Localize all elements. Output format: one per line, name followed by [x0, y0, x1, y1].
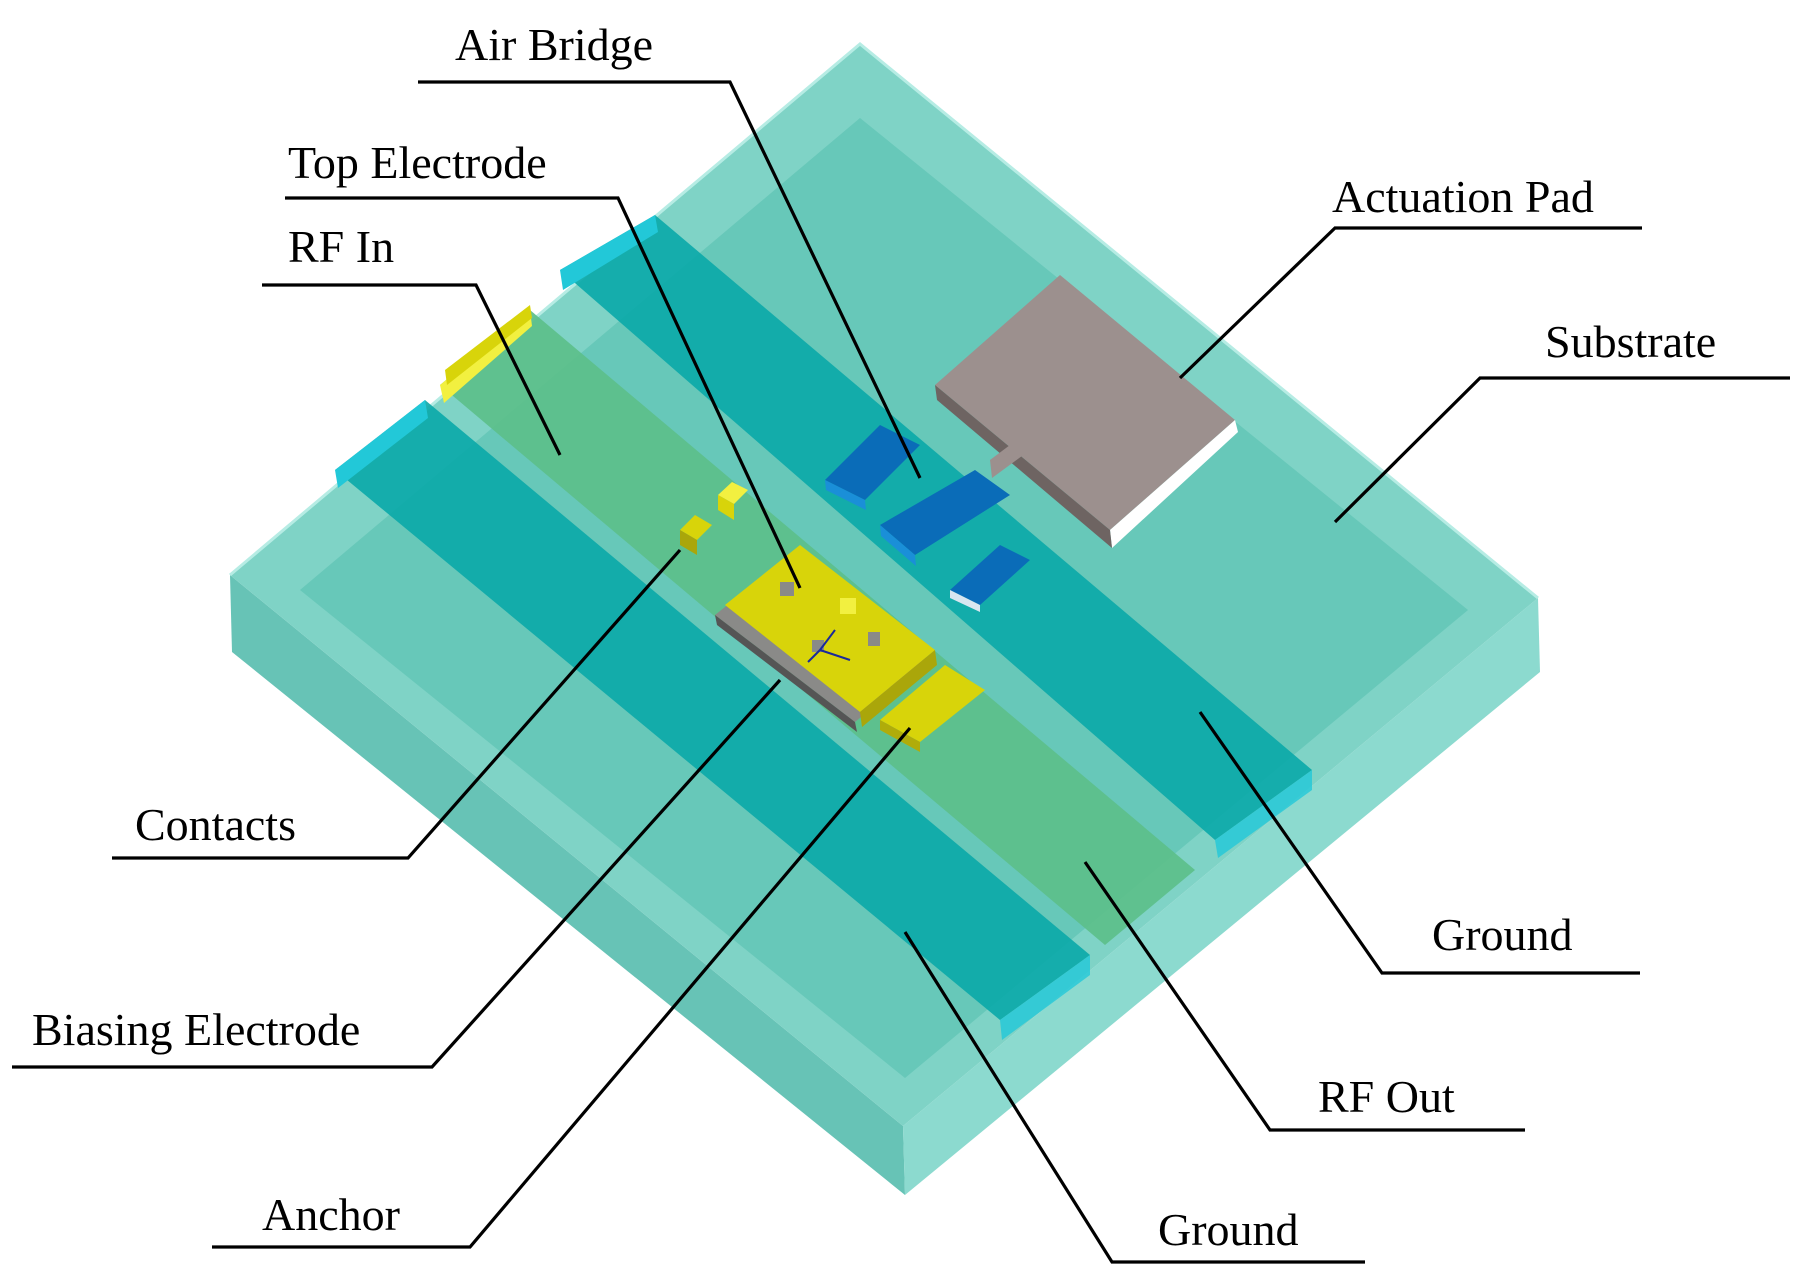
- substrate-inner-surface: [300, 118, 1468, 1078]
- top-electrode-shape: [725, 545, 935, 712]
- leader-ground-bottom: [903, 931, 1365, 1264]
- air-bridges: [825, 425, 1030, 612]
- label-rf-in: RF In: [288, 221, 394, 272]
- leader-anchor: [212, 726, 912, 1249]
- label-contacts: Contacts: [135, 799, 296, 850]
- label-actuation-pad: Actuation Pad: [1332, 171, 1594, 222]
- substrate-right-face: [903, 598, 1540, 1195]
- air-bridge-a: [825, 425, 920, 500]
- label-rf-out: RF Out: [1318, 1071, 1455, 1122]
- leader-top-electrode: [285, 196, 802, 589]
- label-ground-bottom: Ground: [1158, 1204, 1299, 1255]
- leader-substrate: [1333, 376, 1790, 524]
- label-biasing-electrode: Biasing Electrode: [32, 1004, 360, 1055]
- air-bridge-c: [950, 545, 1030, 605]
- leader-air-bridge: [418, 80, 922, 479]
- substrate-left-face: [230, 575, 905, 1195]
- leader-rf-in: [262, 283, 562, 456]
- ground-line-lower: [335, 400, 1090, 1040]
- air-bridge-b: [880, 470, 1010, 555]
- label-top-electrode: Top Electrode: [288, 137, 547, 188]
- leader-contacts: [112, 548, 682, 860]
- label-anchor: Anchor: [262, 1189, 400, 1240]
- leader-lines: [12, 80, 1790, 1264]
- leader-biasing-electrode: [12, 678, 782, 1069]
- leader-actuation-pad: [1178, 226, 1642, 380]
- label-air-bridge: Air Bridge: [455, 19, 653, 70]
- contact-a: [680, 515, 712, 540]
- anchor-shape: [880, 665, 985, 742]
- contact-b: [718, 482, 748, 504]
- labels: Air Bridge Top Electrode RF In Actuation…: [32, 19, 1716, 1255]
- switch-structure: [680, 482, 985, 752]
- actuation-pad: [935, 275, 1238, 548]
- leader-rf-out: [1083, 861, 1525, 1132]
- leader-ground-right: [1198, 711, 1640, 975]
- label-substrate: Substrate: [1545, 316, 1716, 367]
- label-ground-right: Ground: [1432, 909, 1573, 960]
- substrate-block: [229, 42, 1540, 1195]
